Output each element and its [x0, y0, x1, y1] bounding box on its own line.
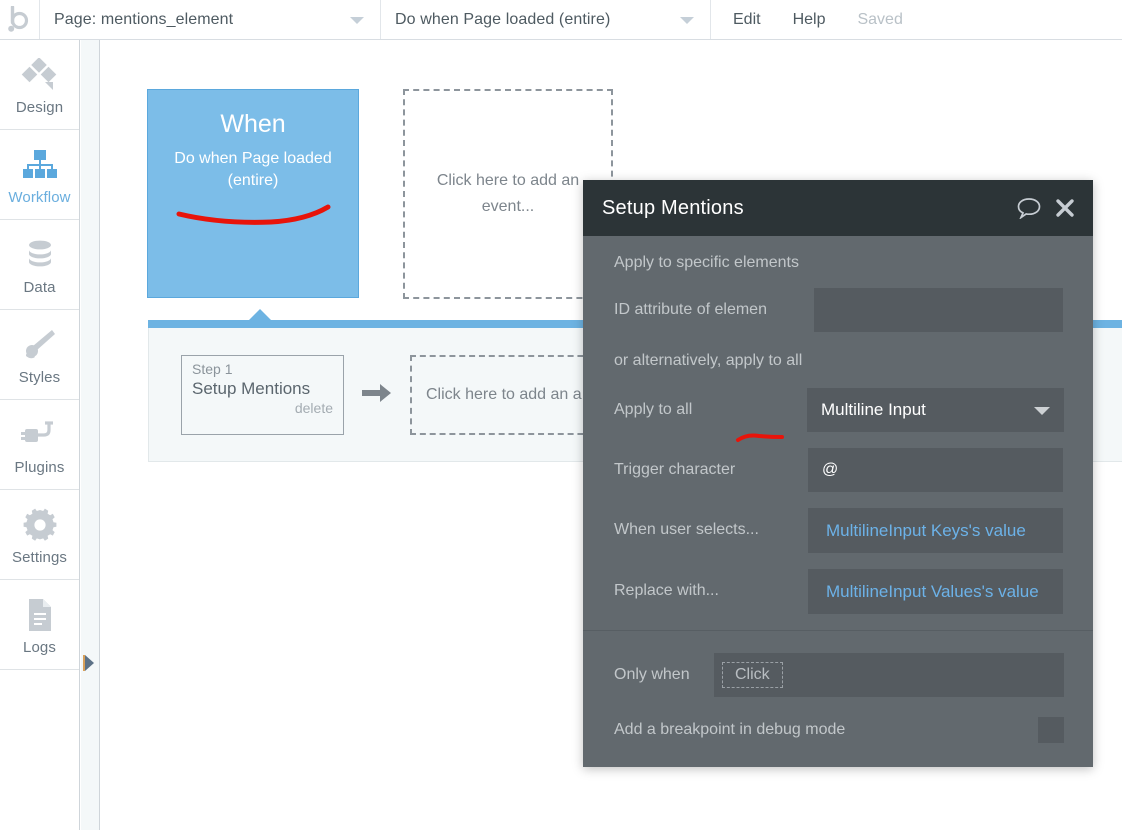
dialog-header: Setup Mentions: [583, 180, 1093, 236]
expand-right-arrow-icon[interactable]: [85, 655, 94, 671]
sidebar-item-label: Logs: [23, 638, 56, 656]
apply-to-all-value: Multiline Input: [821, 400, 926, 419]
add-event-placeholder[interactable]: Click here to add an event...: [403, 89, 613, 299]
sidebar-item-plugins[interactable]: Plugins: [0, 400, 79, 490]
sidebar-item-label: Styles: [18, 368, 61, 386]
edit-menu[interactable]: Edit: [733, 10, 761, 28]
top-toolbar: Page: mentions_element Do when Page load…: [0, 0, 1122, 40]
data-icon: [23, 234, 57, 276]
apply-to-all-row: Apply to all Multiline Input: [583, 388, 1093, 442]
design-icon: [21, 54, 59, 96]
when-card-subtitle: Do when Page loaded (entire): [174, 150, 332, 189]
when-user-selects-label: When user selects...: [614, 521, 759, 538]
close-icon[interactable]: [1055, 198, 1075, 218]
replace-with-row: Replace with... MultilineInput Values's …: [583, 569, 1093, 614]
step-delete-button[interactable]: delete: [294, 399, 333, 416]
only-when-label: Only when: [614, 666, 690, 683]
when-card-title: When: [220, 110, 286, 138]
setup-mentions-dialog: Setup Mentions Apply to specific element…: [583, 180, 1093, 767]
sidebar-item-design[interactable]: Design: [0, 40, 79, 130]
help-menu[interactable]: Help: [792, 10, 826, 28]
page-selector-label: Page: mentions_element: [54, 10, 234, 28]
breakpoint-label: Add a breakpoint in debug mode: [614, 721, 846, 738]
sidebar-item-label: Settings: [12, 548, 67, 566]
left-sidebar: Design Workflow: [0, 40, 80, 830]
sidebar-item-label: Data: [23, 278, 56, 296]
sidebar-item-label: Workflow: [8, 188, 71, 206]
sidebar-item-label: Design: [15, 98, 64, 116]
sidebar-item-settings[interactable]: Settings: [0, 490, 79, 580]
alternative-label: or alternatively, apply to all: [614, 352, 803, 369]
red-underline-scribble: [736, 433, 784, 442]
add-action-text: Click here to add an a: [426, 385, 582, 403]
dialog-title: Setup Mentions: [602, 196, 744, 219]
apply-specific-elements-section: Apply to specific elements: [583, 250, 1093, 276]
logs-icon: [25, 594, 55, 636]
expand-panel-handle: [83, 655, 85, 671]
save-status: Saved: [857, 10, 903, 28]
only-when-row: Only when Click: [583, 631, 1093, 697]
replace-with-label: Replace with...: [614, 582, 719, 599]
alternative-section: or alternatively, apply to all: [583, 348, 1093, 374]
chevron-down-icon: [680, 16, 694, 24]
id-attribute-input[interactable]: [814, 288, 1063, 332]
workflow-icon: [21, 144, 59, 186]
when-user-selects-expression[interactable]: MultilineInput Keys's value: [808, 508, 1063, 553]
comment-icon[interactable]: [1017, 197, 1041, 219]
breakpoint-checkbox[interactable]: [1038, 717, 1064, 743]
sidebar-item-logs[interactable]: Logs: [0, 580, 79, 670]
step-card-setup-mentions[interactable]: Step 1 Setup Mentions delete: [181, 354, 344, 435]
red-underline-scribble: [176, 204, 331, 225]
trigger-character-row: Trigger character @: [583, 448, 1093, 492]
when-user-selects-row: When user selects... MultilineInput Keys…: [583, 508, 1093, 553]
trigger-character-input[interactable]: @: [808, 448, 1063, 492]
only-when-chip[interactable]: Click: [722, 662, 783, 688]
event-selector-label: Do when Page loaded (entire): [395, 10, 611, 28]
event-selector[interactable]: Do when Page loaded (entire): [381, 0, 711, 39]
sidebar-item-data[interactable]: Data: [0, 220, 79, 310]
sidebar-item-label: Plugins: [14, 458, 65, 476]
plugins-icon: [20, 414, 59, 456]
arrow-right-icon: [362, 381, 392, 409]
when-event-card[interactable]: When Do when Page loaded (entire): [147, 89, 359, 298]
sidebar-collapse-strip: [81, 40, 100, 830]
styles-icon: [22, 324, 58, 366]
apply-specific-elements-label: Apply to specific elements: [614, 254, 799, 271]
bubble-logo[interactable]: [0, 0, 40, 39]
apply-to-all-dropdown[interactable]: Multiline Input: [807, 388, 1064, 432]
sidebar-item-workflow[interactable]: Workflow: [0, 130, 79, 220]
step-number-label: Step 1: [192, 360, 233, 377]
dialog-body: Apply to specific elements ID attribute …: [583, 236, 1093, 767]
id-attribute-label: ID attribute of elemen: [614, 301, 767, 318]
step-name-label: Setup Mentions: [192, 378, 311, 398]
page-selector[interactable]: Page: mentions_element: [40, 0, 381, 39]
settings-icon: [23, 504, 57, 546]
sidebar-item-styles[interactable]: Styles: [0, 310, 79, 400]
bubble-logo-icon: [7, 5, 28, 32]
apply-to-all-label: Apply to all: [614, 401, 693, 418]
id-attribute-row: ID attribute of elemen: [583, 288, 1093, 332]
only-when-input[interactable]: Click: [714, 653, 1064, 697]
trigger-character-label: Trigger character: [614, 461, 736, 478]
add-event-text: Click here to add an event...: [436, 172, 580, 215]
breakpoint-row: Add a breakpoint in debug mode: [583, 717, 1093, 767]
chevron-down-icon: [1034, 407, 1050, 415]
step-panel-pointer-icon: [248, 309, 272, 321]
chevron-down-icon: [350, 16, 364, 24]
replace-with-expression[interactable]: MultilineInput Values's value: [808, 569, 1063, 614]
dialog-divider: [583, 630, 1093, 631]
